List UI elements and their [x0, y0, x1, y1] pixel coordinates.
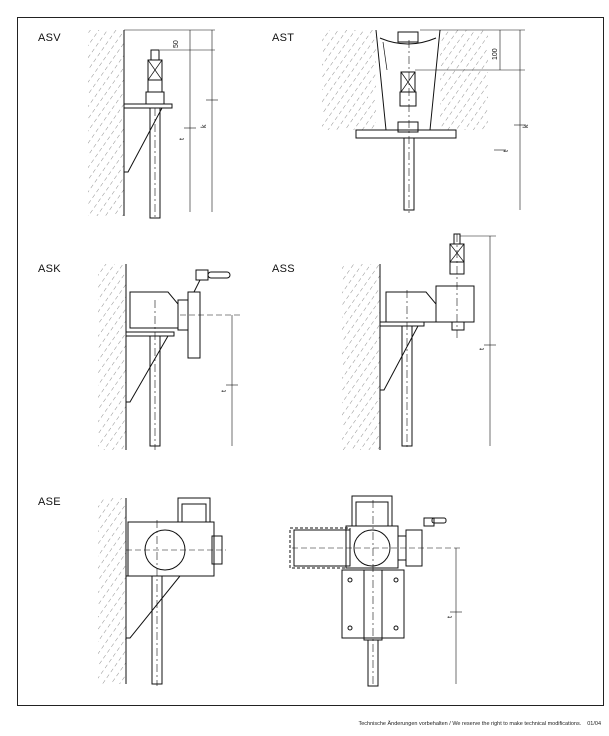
- dim-k-ast: k: [523, 124, 530, 128]
- drawing-ask: [98, 264, 240, 450]
- dim-100: 100: [492, 48, 499, 60]
- footer-date: 01/04: [587, 721, 601, 727]
- drawing-ase-right: [289, 495, 462, 687]
- drawing-asv: [88, 29, 218, 220]
- drawing-ast: [322, 29, 526, 214]
- variant-label-ast: AST: [272, 32, 295, 44]
- dim-t-ask: t: [221, 390, 228, 392]
- variant-label-ask: ASK: [38, 263, 61, 275]
- dim-t-ase: t: [447, 616, 454, 618]
- dim-50: 50: [173, 40, 180, 48]
- dim-t-asv: t: [179, 138, 186, 140]
- drawing-ass: [342, 233, 496, 450]
- dim-t-ass: t: [479, 348, 486, 350]
- footer-note: Technische Änderungen vorbehalten / We r…: [358, 721, 582, 727]
- variant-label-ase: ASE: [38, 496, 61, 508]
- dim-t-ast: t: [503, 150, 510, 152]
- dim-k-asv: k: [201, 124, 208, 128]
- drawing-sheet-border: [17, 17, 604, 706]
- footer: Technische Änderungen vorbehalten / We r…: [352, 721, 601, 727]
- variant-label-asv: ASV: [38, 32, 61, 44]
- drawing-ase-left: [98, 497, 226, 686]
- variant-label-ass: ASS: [272, 263, 295, 275]
